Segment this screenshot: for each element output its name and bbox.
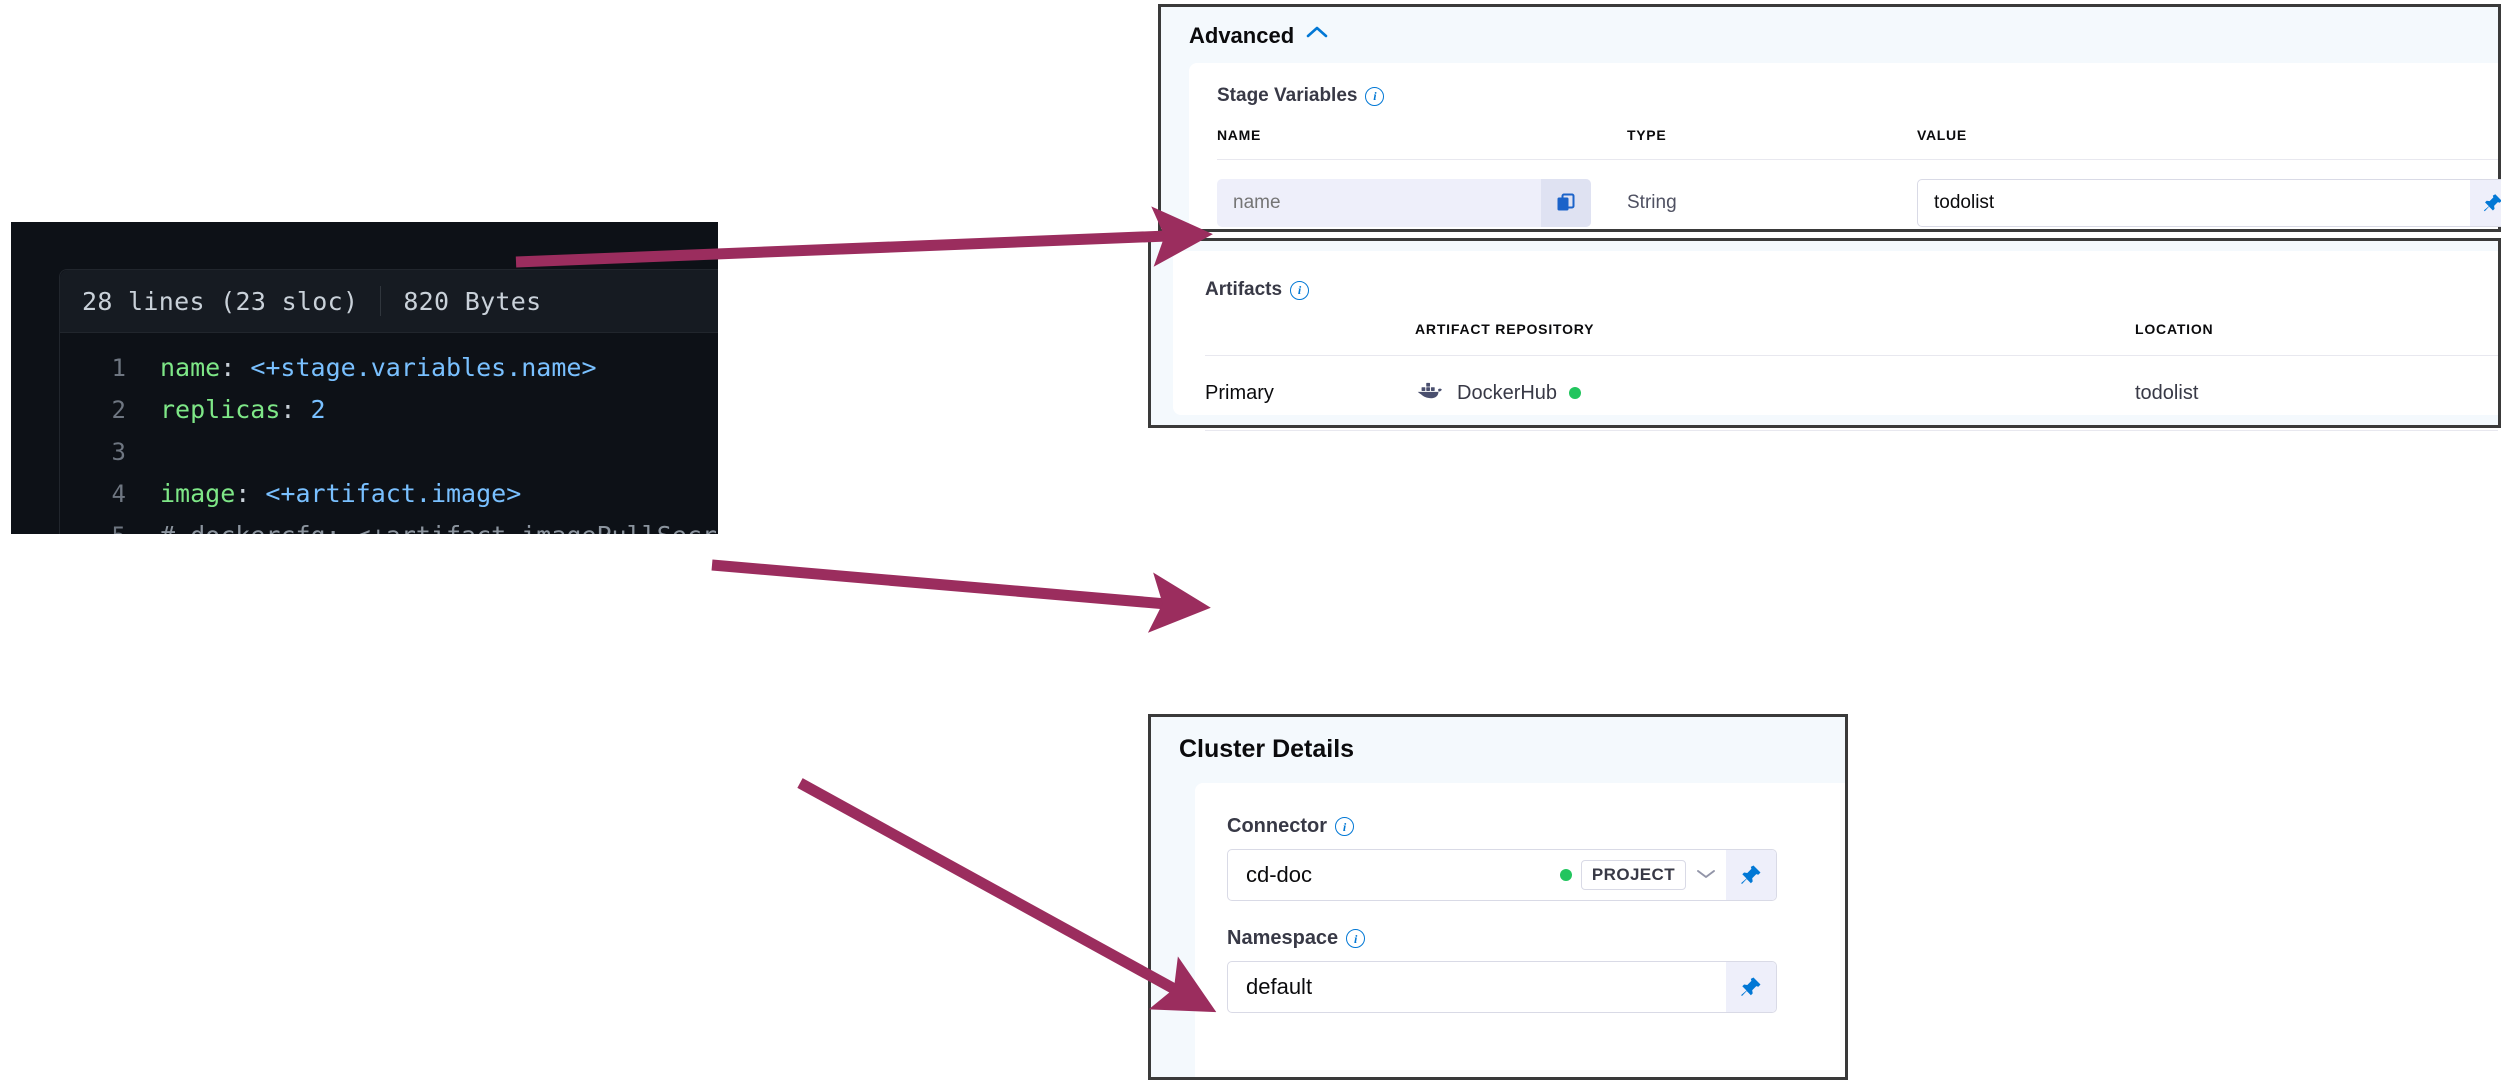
advanced-panel: Advanced Stage Variables i NAME TYPE VAL… — [1158, 4, 2501, 292]
arrow-to-namespace-field — [797, 778, 1217, 1013]
advanced-title: Advanced — [1189, 23, 1295, 48]
code-line-text: image: <+artifact.image> — [160, 479, 522, 508]
stage-variable-value-cell — [1917, 179, 2501, 227]
scope-badge: PROJECT — [1580, 860, 1686, 890]
variable-name-input[interactable] — [1217, 191, 1541, 215]
namespace-label-text: Namespace — [1227, 927, 1339, 949]
cluster-details-panel: Cluster Details Connector i cd-doc PROJE… — [1148, 714, 1848, 1080]
pin-icon[interactable] — [2470, 180, 2501, 226]
connector-label: Connector i — [1227, 815, 1845, 838]
artifacts-column-headers: ARTIFACT REPOSITORY LOCATION — [1205, 321, 2498, 355]
code-line: 2 replicas: 2 — [60, 389, 718, 431]
info-icon[interactable]: i — [1290, 280, 1310, 300]
connector-scope: PROJECT — [1559, 860, 1686, 890]
column-header-name: NAME — [1217, 127, 1262, 143]
code-viewer: 28 lines (23 sloc) 820 Bytes 1 name: <+st… — [11, 222, 718, 534]
cluster-details-card: Connector i cd-doc PROJECT — [1195, 783, 1845, 1077]
stage-variables-card: Stage Variables i NAME TYPE VALUE — [1189, 63, 2501, 292]
artifact-repository-cell: DockerHub — [1415, 379, 2135, 407]
stage-variables-label: Stage Variables — [1217, 85, 1358, 106]
code-lines-count: 28 lines (23 sloc) — [82, 286, 359, 316]
divider — [1217, 159, 2498, 160]
code-line: 3 — [60, 431, 718, 473]
namespace-field[interactable]: default — [1227, 961, 1777, 1013]
connector-label-text: Connector — [1227, 815, 1327, 837]
code-line: 1 name: <+stage.variables.name> — [60, 347, 718, 389]
code-line: 4 image: <+artifact.image> — [60, 473, 718, 515]
info-icon[interactable]: i — [1365, 86, 1385, 106]
column-header-type: TYPE — [1627, 127, 1667, 143]
artifacts-panel: Artifacts i ARTIFACT REPOSITORY LOCATION… — [1148, 238, 2501, 431]
code-meta-divider — [380, 286, 382, 316]
code-file-size: 820 Bytes — [403, 286, 542, 316]
artifacts-label: Artifacts — [1205, 279, 1283, 300]
code-line-text: # dockercfg: <+artifact.imagePullSecret> — [126, 515, 718, 534]
info-icon[interactable]: i — [1346, 929, 1366, 948]
namespace-label: Namespace i — [1227, 927, 1845, 950]
namespace-value[interactable]: default — [1246, 974, 1313, 999]
column-header-value: VALUE — [1917, 127, 1967, 143]
pin-icon[interactable] — [1726, 850, 1776, 900]
variable-value-input[interactable] — [1918, 191, 2470, 215]
copy-icon[interactable] — [1541, 179, 1591, 227]
chevron-up-icon[interactable] — [1306, 23, 1328, 45]
info-icon[interactable]: i — [1335, 817, 1354, 836]
code-line-text: replicas: 2 — [160, 395, 326, 424]
arrow-to-artifact-primary — [711, 559, 1211, 633]
stage-variable-row: String — [1217, 160, 2501, 246]
divider — [1205, 430, 2498, 431]
stage-variable-name-cell — [1217, 179, 1627, 227]
table-row: Primary Do — [1205, 356, 2498, 430]
artifact-location: todolist — [2135, 381, 2199, 404]
code-viewer-body: 28 lines (23 sloc) 820 Bytes 1 name: <+st… — [59, 269, 718, 534]
variable-value-input-wrap[interactable] — [1917, 179, 2501, 227]
column-header-location: LOCATION — [2135, 321, 2214, 337]
status-dot-icon — [1559, 869, 1572, 881]
artifacts-card: Artifacts i ARTIFACT REPOSITORY LOCATION… — [1173, 251, 2498, 431]
connector-value[interactable]: cd-doc — [1246, 862, 1313, 887]
code-line: 5# dockercfg: <+artifact.imagePullSecret… — [60, 515, 718, 534]
cluster-details-title: Cluster Details — [1179, 735, 1355, 763]
stage-variable-type: String — [1627, 192, 1677, 213]
code-line-text: name: <+stage.variables.name> — [160, 353, 597, 382]
column-header-blank — [1205, 321, 1415, 337]
stage-variables-column-headers: NAME TYPE VALUE — [1217, 127, 2498, 159]
divider — [1205, 355, 2498, 356]
docker-whale-icon — [1415, 379, 1445, 407]
artifact-type: Primary — [1205, 381, 1274, 404]
code-line-number: 4 — [111, 480, 126, 508]
code-meta-bar: 28 lines (23 sloc) 820 Bytes — [60, 270, 718, 333]
artifact-repository-name[interactable]: DockerHub — [1457, 381, 1558, 404]
chevron-down-icon[interactable] — [1692, 865, 1726, 885]
variable-name-input-wrap[interactable] — [1217, 179, 1591, 227]
status-dot-icon — [1569, 387, 1582, 399]
stage-variables-title: Stage Variables i — [1217, 85, 2498, 107]
pin-icon[interactable] — [1726, 962, 1776, 1012]
connector-field[interactable]: cd-doc PROJECT — [1227, 849, 1777, 901]
code-line-number: 5 — [60, 515, 126, 534]
code-line-number: 3 — [111, 438, 126, 466]
code-lines[interactable]: 1 name: <+stage.variables.name> 2 replicas:… — [60, 333, 718, 534]
code-line-number: 1 — [111, 354, 126, 382]
column-header-artifact-repository: ARTIFACT REPOSITORY — [1415, 321, 1595, 337]
code-line-text — [126, 431, 175, 473]
advanced-header[interactable]: Advanced — [1161, 7, 2498, 59]
artifacts-title: Artifacts i — [1205, 279, 2498, 301]
code-line-number: 2 — [111, 396, 126, 424]
